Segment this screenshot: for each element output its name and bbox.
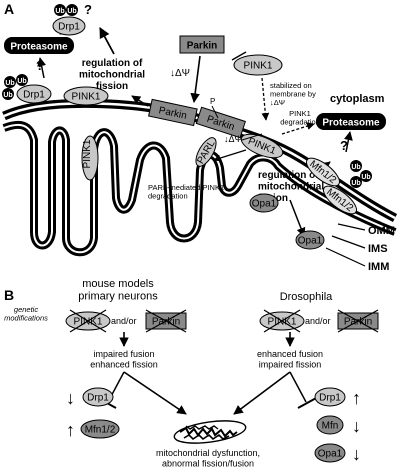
opa1-1 xyxy=(249,193,279,213)
mfn-1 xyxy=(305,157,341,187)
text-line: enhanced fission xyxy=(90,359,158,369)
svg-text:PINK1: PINK1 xyxy=(72,92,101,103)
drp1-up-arrow: ↑ xyxy=(352,388,361,408)
mfn12-mouse xyxy=(80,419,120,439)
delta-psi-label: ↓ΔΨ xyxy=(170,68,190,79)
svg-text:Ub: Ub xyxy=(351,164,360,171)
text-line: degradation xyxy=(148,192,188,201)
svg-text:PINK1: PINK1 xyxy=(74,317,103,328)
drp1-mouse xyxy=(82,387,114,407)
text-line: abnormal fission/fusion xyxy=(162,458,254,468)
imm-label: IMM xyxy=(368,261,389,273)
ub-icon xyxy=(66,4,78,16)
opa1-drosophila xyxy=(314,443,346,463)
svg-text:Drp1: Drp1 xyxy=(319,393,341,404)
opa1-2 xyxy=(295,230,325,250)
parkin-cytosol xyxy=(179,35,225,54)
and-or-left: and/or xyxy=(111,316,137,326)
svg-text:Ub: Ub xyxy=(351,180,360,187)
drp1-drosophila xyxy=(314,387,346,407)
question-mark-3: ? xyxy=(340,138,348,153)
proteasome-right xyxy=(316,113,386,130)
ub-icon xyxy=(2,88,14,100)
svg-text:Ub: Ub xyxy=(67,8,76,15)
svg-text:Mfn: Mfn xyxy=(322,421,339,432)
svg-text:Drp1: Drp1 xyxy=(58,22,80,33)
svg-text:Ub: Ub xyxy=(5,80,14,87)
text-line: mitochondrial xyxy=(258,182,324,193)
proteasome-left xyxy=(4,37,74,54)
outcome-text: mitochondrial dysfunction,abnormal fissi… xyxy=(156,448,260,468)
text-line: ↓ΔΨ xyxy=(270,98,285,107)
text-line: impaired fission xyxy=(259,359,322,369)
cytoplasm-label: cytoplasm xyxy=(330,93,385,105)
mfn-2 xyxy=(322,185,358,215)
svg-text:Opa1: Opa1 xyxy=(252,199,277,210)
svg-text:PINK1: PINK1 xyxy=(82,139,93,168)
svg-text:Ub: Ub xyxy=(3,92,12,99)
text-line: modifications xyxy=(4,314,48,323)
ub-icon xyxy=(350,160,362,172)
svg-text:Drp1: Drp1 xyxy=(23,90,45,101)
parl xyxy=(195,137,217,167)
panel-b-label: B xyxy=(4,287,14,303)
svg-text:Parkin: Parkin xyxy=(187,41,218,52)
ub-icon xyxy=(4,76,16,88)
svg-text:Parkin: Parkin xyxy=(344,317,372,328)
ub-icon xyxy=(16,74,28,86)
ims-label: IMS xyxy=(368,243,388,255)
panel-a-label: A xyxy=(4,1,14,17)
svg-text:Opa1: Opa1 xyxy=(298,236,323,247)
svg-text:Drp1: Drp1 xyxy=(87,393,109,404)
pink1-crista xyxy=(81,135,99,181)
fragmented-mitochondrion xyxy=(173,420,247,444)
and-or-right: and/or xyxy=(305,316,331,326)
drp1-down-arrow: ↓ xyxy=(66,388,75,408)
svg-text:PINK1: PINK1 xyxy=(244,61,273,72)
proteasome-left-label: Proteasome xyxy=(10,42,68,53)
question-mark-1: ? xyxy=(84,2,92,17)
mfn-drosophila xyxy=(316,415,344,435)
drp1-membrane xyxy=(16,84,52,104)
text-line: membrane by xyxy=(270,90,316,99)
text-line: fission xyxy=(96,81,128,92)
parkin-membrane-2 xyxy=(195,106,246,139)
svg-text:Opa1: Opa1 xyxy=(318,449,343,460)
delta-psi-parl: ↓ΔΨ xyxy=(224,134,242,144)
phospho-label: P xyxy=(210,97,215,106)
text-line: mitochondrial xyxy=(79,70,145,81)
ub-icon xyxy=(360,170,372,182)
omm-label: OMM xyxy=(368,225,395,237)
text-line: primary neurons xyxy=(78,291,158,303)
drp1-top xyxy=(52,16,86,36)
svg-text:Ub: Ub xyxy=(55,8,64,15)
drosophila-title: Drosophila xyxy=(280,291,333,303)
svg-text:Ub: Ub xyxy=(17,78,26,85)
mfn-down-arrow: ↓ xyxy=(352,416,361,436)
parkin-membrane-1 xyxy=(148,98,198,127)
svg-text:Parkin: Parkin xyxy=(152,317,180,328)
pink1-cytosol xyxy=(233,54,283,76)
text-line: degradation xyxy=(280,118,320,127)
svg-text:Mfn1/2: Mfn1/2 xyxy=(85,425,116,436)
pink1-membrane-right xyxy=(240,133,284,159)
svg-text:Proteasome: Proteasome xyxy=(322,118,380,129)
mfn12-up-arrow: ↑ xyxy=(66,420,75,440)
opa1-down-arrow: ↓ xyxy=(352,444,361,464)
pink1-membrane xyxy=(63,86,109,106)
ub-icon xyxy=(54,4,66,16)
ub-icon xyxy=(350,176,362,188)
svg-text:PINK1: PINK1 xyxy=(268,317,297,328)
svg-text:Ub: Ub xyxy=(361,174,370,181)
